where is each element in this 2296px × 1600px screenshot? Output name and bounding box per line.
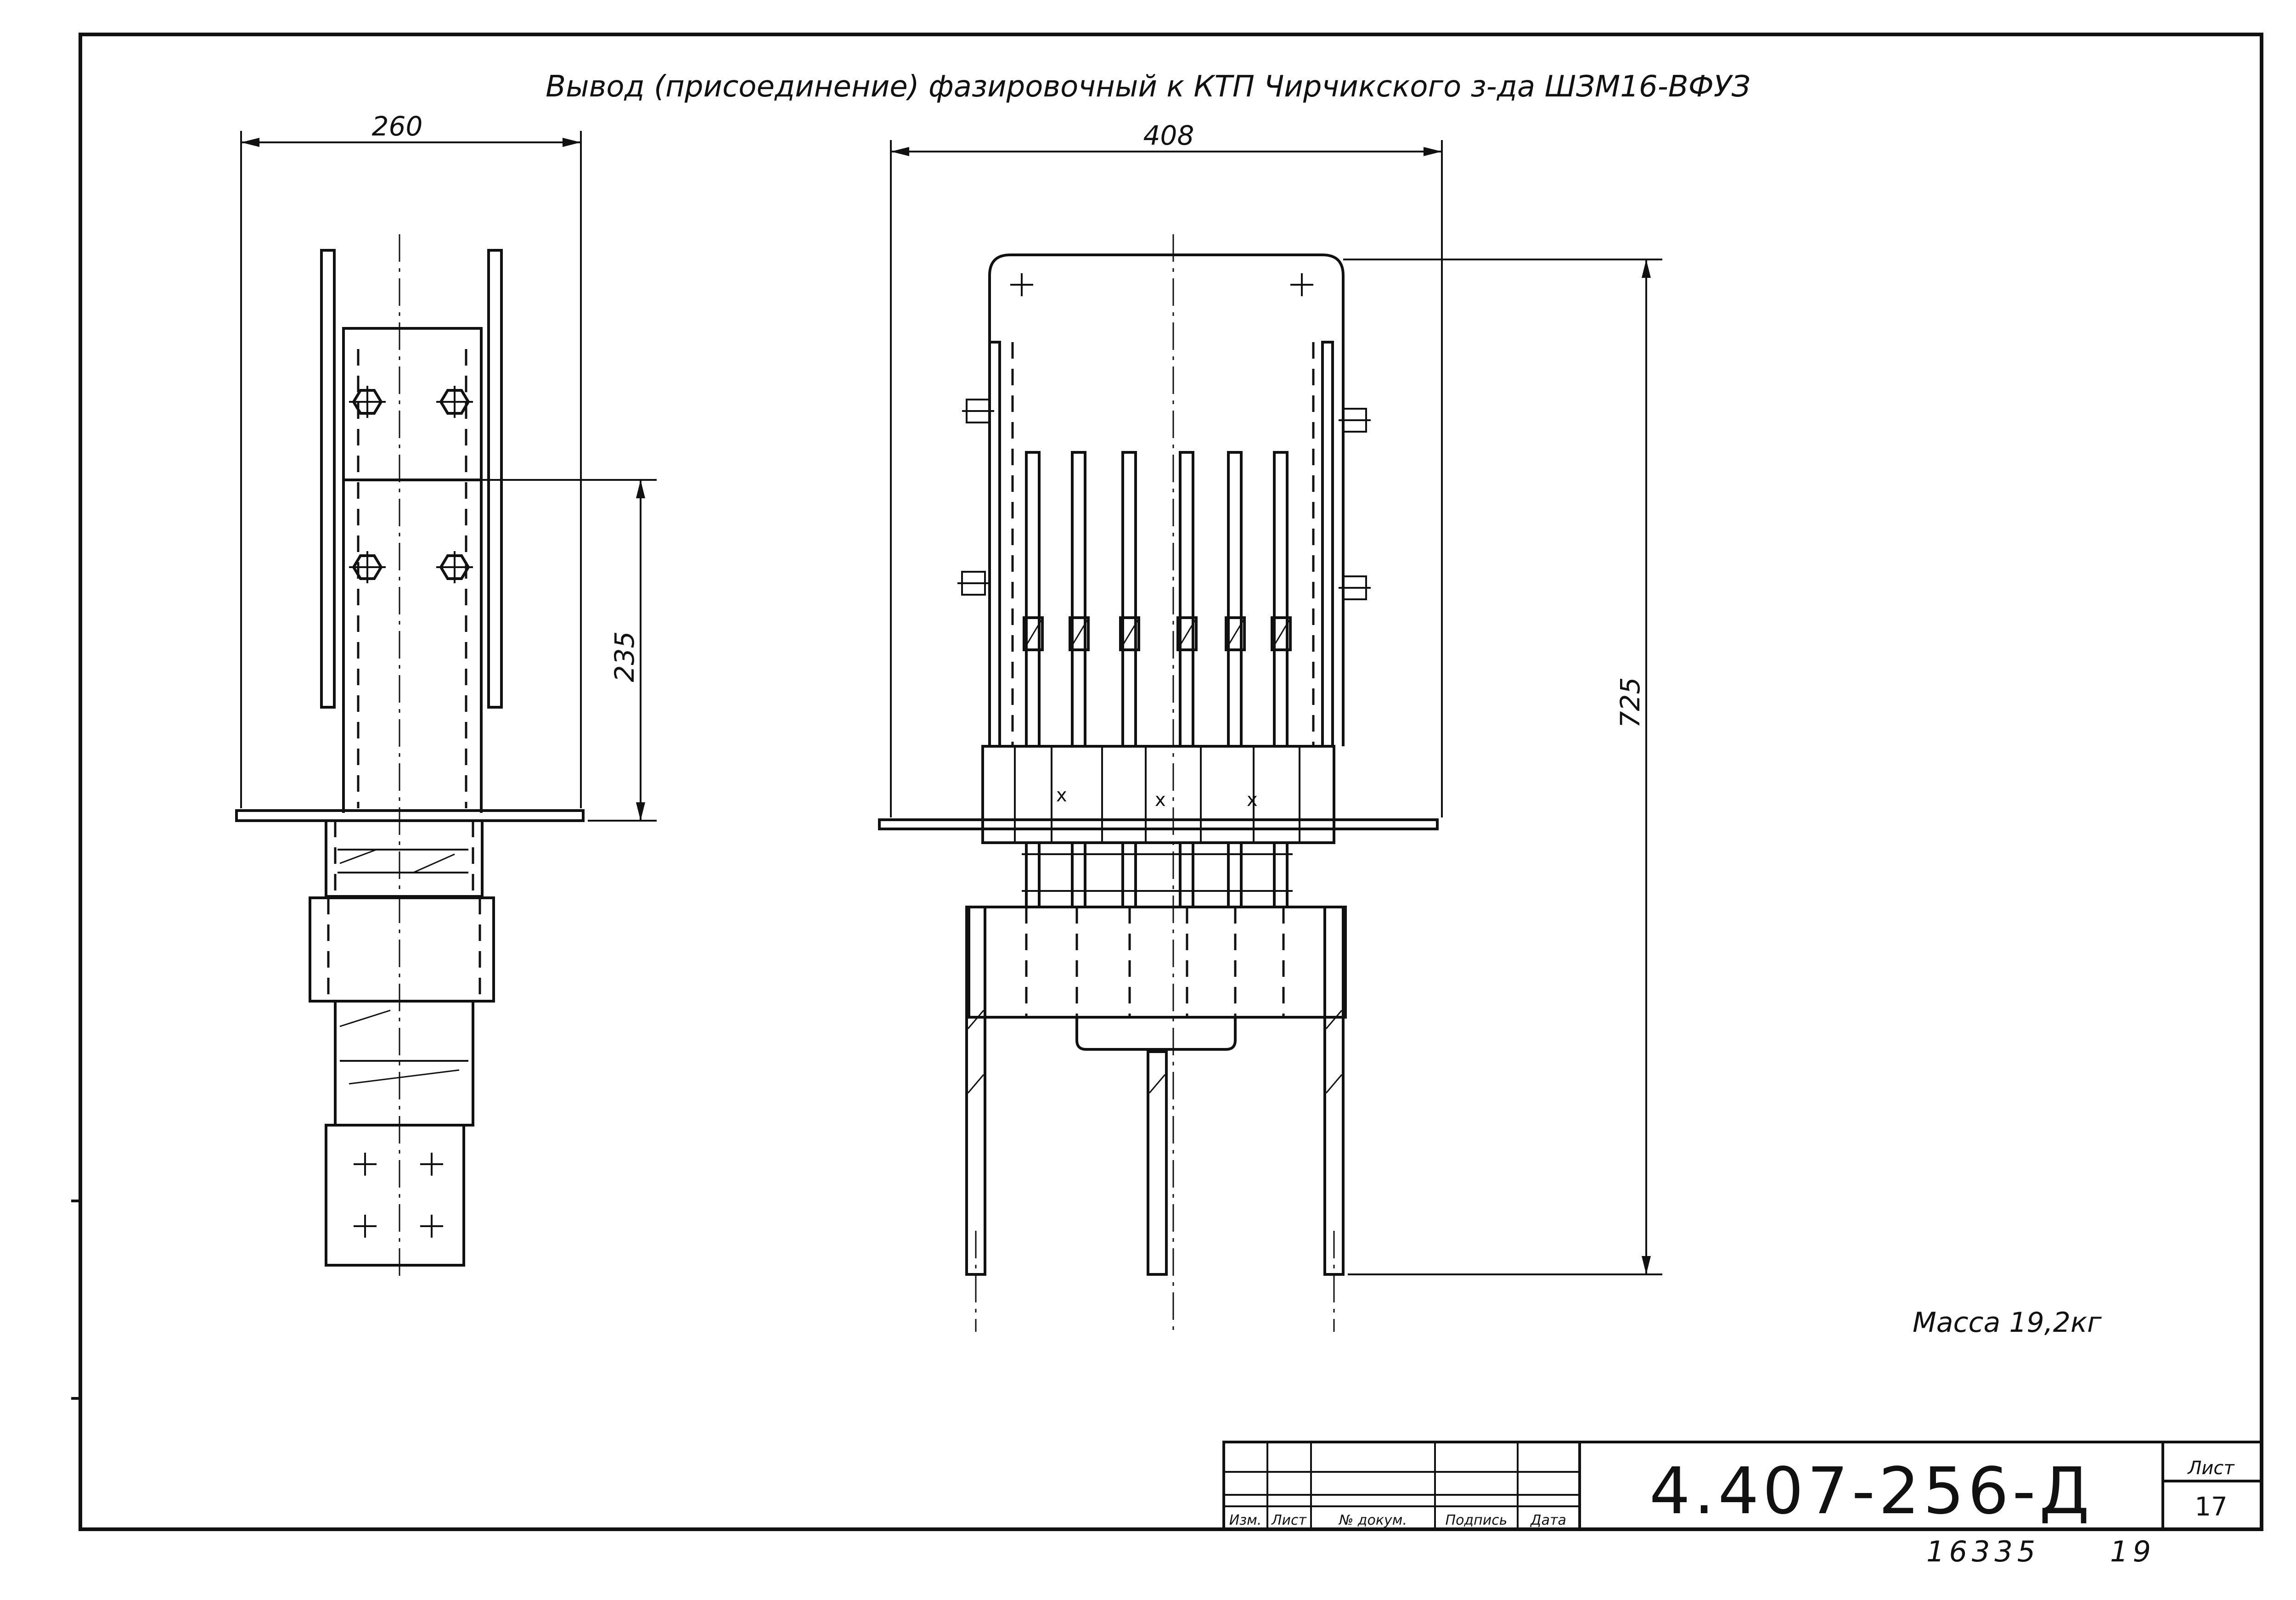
- dimension-408: 408: [1143, 120, 1194, 151]
- title-block: [1222, 1441, 2263, 1531]
- right-dimensions: [890, 140, 1662, 1275]
- header-doc-number: № докум.: [1338, 1512, 1407, 1528]
- document-number: 4.407-256-Д: [1649, 1454, 2093, 1529]
- hex-bolt-icon: [349, 386, 473, 583]
- dimension-725: 725: [1615, 677, 1646, 728]
- lower-busbars: [1022, 841, 1293, 908]
- svg-text:x: x: [1247, 789, 1258, 811]
- page-number: 19: [2110, 1535, 2155, 1568]
- left-dimensions: [240, 131, 657, 822]
- sheet-label: Лист: [2187, 1458, 2235, 1479]
- header-signature: Подпись: [1446, 1512, 1508, 1528]
- svg-text:x: x: [1056, 785, 1067, 806]
- header-date: Дата: [1530, 1512, 1566, 1528]
- busbars: [1023, 451, 1292, 748]
- dimension-235: 235: [609, 631, 640, 682]
- mounting-hole-icon: [1010, 273, 1313, 296]
- drawing-title: Вывод (присоединение) фазировочный к КТП…: [546, 70, 1750, 104]
- inventory-number: 16335: [1926, 1535, 2040, 1568]
- dimension-260: 260: [372, 111, 423, 142]
- svg-text:x: x: [1155, 789, 1166, 811]
- mounting-hole-icon: [354, 1153, 443, 1238]
- left-side-view: [235, 234, 585, 1277]
- header-list: Лист: [1271, 1512, 1307, 1528]
- drawing-frame: [71, 33, 2263, 1531]
- sheet-number: 17: [2195, 1492, 2227, 1522]
- right-front-view: x x x: [878, 234, 1439, 1332]
- header-izm: Изм.: [1229, 1512, 1262, 1528]
- side-bolt-icon: [957, 399, 1371, 600]
- mass-label: Масса 19,2кг: [1913, 1307, 2102, 1339]
